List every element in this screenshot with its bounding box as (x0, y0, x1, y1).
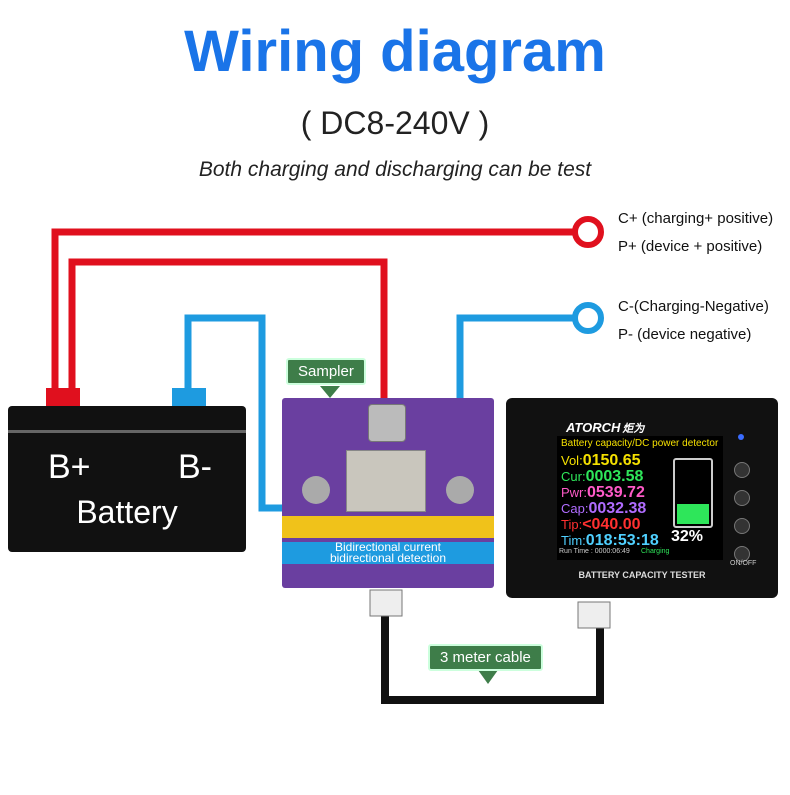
battery-band (8, 430, 246, 433)
sampler-board: Bidirectional current bidirectional dete… (282, 398, 494, 588)
row-current: Cur:0003.58 (561, 468, 644, 485)
power-button-label: ON/OFF (730, 560, 757, 567)
negative-terminal-ring (572, 302, 604, 334)
cable-callout-pointer (478, 670, 498, 684)
row-power: Pwr:0539.72 (561, 484, 645, 501)
sampler-callout: Sampler (286, 358, 366, 385)
row-time: Tim:018:53:18 (561, 532, 659, 549)
negative-label-1: C-(Charging-Negative) (618, 298, 769, 315)
red-wire-inner (68, 258, 388, 400)
positive-label-1: C+ (charging+ positive) (618, 210, 774, 227)
shunt-block (346, 450, 426, 512)
connector-right (577, 601, 611, 629)
tagline: Both charging and discharging can be tes… (198, 158, 592, 181)
row-voltage: Vol:0150.65 (561, 452, 641, 469)
battery: B+ B- Battery (8, 406, 246, 552)
positive-label-2: P+ (device + positive) (618, 238, 763, 255)
page-title: Wiring diagram (184, 19, 606, 84)
battery-post-blue (172, 388, 206, 408)
bidirectional-label-1: Bidirectional current (334, 540, 442, 554)
row-tip: Tip:<040.00 (561, 516, 641, 533)
run-time: Run Time : 0000:06:49 (559, 548, 630, 555)
battery-name: Battery (76, 494, 178, 530)
copper-busbar (282, 516, 494, 538)
cable-callout: 3 meter cable (428, 644, 543, 671)
meter-button-power[interactable] (734, 546, 750, 562)
screen-header: Battery capacity/DC power detector (561, 438, 719, 449)
bolt-right (446, 476, 474, 504)
red-wire-outer (51, 228, 585, 395)
bolt-top (368, 404, 406, 442)
battery-level-icon (673, 458, 713, 528)
charging-status: Charging (641, 548, 670, 555)
meter-footer: BATTERY CAPACITY TESTER (578, 570, 706, 580)
voltage-range: ( DC8-240V ) (300, 105, 490, 141)
bidirectional-label-2: bidirectional detection (329, 551, 447, 565)
meter-button-plus[interactable] (734, 462, 750, 478)
bidirectional-arrow: Bidirectional current bidirectional dete… (282, 540, 494, 565)
battery-minus-label: B- (178, 448, 212, 486)
bluetooth-led (738, 434, 744, 440)
meter-button-minus[interactable] (734, 518, 750, 534)
meter-button-mode[interactable] (734, 490, 750, 506)
connector-left (369, 589, 403, 617)
bolt-left (302, 476, 330, 504)
sampler-callout-pointer (320, 386, 340, 398)
battery-post-red (46, 388, 80, 408)
black-cable (381, 612, 604, 704)
battery-plus-label: B+ (48, 448, 91, 486)
blue-wire-battery (184, 314, 300, 512)
row-capacity: Cap:0032.38 (561, 500, 647, 517)
battery-level-fill (677, 504, 709, 524)
positive-terminal-ring (572, 216, 604, 248)
battery-percent: 32% (671, 528, 704, 545)
negative-label-2: P- (device negative) (618, 326, 752, 343)
meter-screen: Battery capacity/DC power detector Vol:0… (557, 436, 723, 560)
